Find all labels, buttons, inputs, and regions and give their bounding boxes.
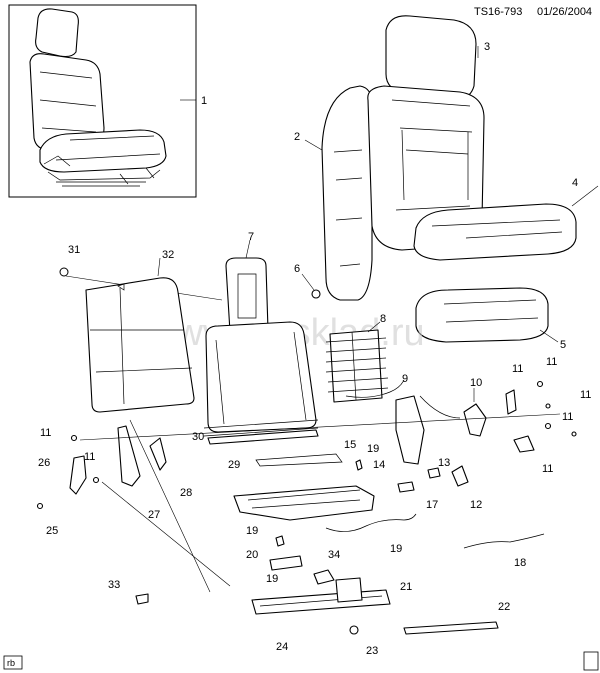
seat-back-trim-panel	[321, 85, 373, 301]
connector-20	[397, 481, 415, 493]
recliner-mechanism	[395, 395, 425, 465]
screw-13b	[571, 431, 577, 437]
knob-16	[427, 467, 441, 479]
callout-8: 8	[380, 313, 386, 325]
callout-24: 20	[246, 549, 258, 561]
seat-pan-frame	[233, 485, 375, 521]
callout-15: 12	[470, 499, 482, 511]
callout-35: 31	[68, 244, 80, 256]
callout-33: 29	[228, 459, 240, 471]
callout-16: 13	[438, 457, 450, 469]
callout-12: 11	[512, 363, 523, 375]
screw-11-right-lower	[544, 422, 552, 430]
callout-25: 21	[400, 581, 412, 593]
callout-31: 27	[148, 509, 160, 521]
callout-3: 3	[484, 41, 490, 53]
inset-assembled-seat	[8, 4, 197, 198]
screw-11-left-lower	[92, 476, 100, 484]
clip-37	[135, 593, 149, 605]
cable-21	[463, 533, 545, 549]
trim-cover-12	[505, 389, 517, 415]
towel-bar-26	[403, 621, 499, 635]
callout-6: 6	[294, 263, 300, 275]
cap-38	[313, 569, 335, 585]
recliner-handle-10	[419, 395, 487, 437]
shield-32	[149, 437, 167, 471]
rear-back-panel	[85, 277, 195, 413]
callout-13: 11	[580, 389, 591, 401]
callout-18: 15	[344, 439, 356, 451]
screw-11-right-upper	[536, 380, 544, 388]
callout-20: 17	[426, 499, 438, 511]
callout-10: 10	[470, 377, 482, 389]
corner-logo	[583, 651, 599, 671]
rod-34	[207, 429, 319, 445]
callout-30: 26	[38, 457, 50, 469]
seat-adjuster-track	[251, 577, 391, 615]
heater-mat-33	[255, 453, 343, 467]
callout-5: 5	[560, 339, 566, 351]
wiring-harness-22	[325, 513, 417, 532]
corner-tag: rb	[7, 658, 15, 668]
callout-11-left-upper: 11	[40, 427, 51, 439]
callout-28: 24	[276, 641, 288, 653]
bolt-29	[36, 502, 44, 510]
seat-cushion-cover	[413, 203, 577, 261]
callout-29: 25	[46, 525, 58, 537]
clip-19-lower	[275, 535, 285, 547]
callout-4: 4	[572, 177, 578, 189]
callout-27: 23	[366, 645, 378, 657]
bracket-14	[513, 435, 535, 453]
screw-11-left-upper	[70, 434, 78, 442]
recliner-cover-31	[117, 425, 141, 487]
lumbar-cable	[345, 379, 405, 398]
seat-back-cushion	[367, 15, 485, 251]
callout-21: 18	[514, 557, 526, 569]
seat-cushion-pad	[415, 287, 549, 343]
callout-7: 7	[248, 231, 254, 243]
callout-37: 33	[108, 579, 120, 591]
clip-35	[59, 267, 69, 277]
handle-30	[69, 455, 87, 495]
callout-11-right-lower: 11	[562, 411, 573, 423]
callout-14: 11	[542, 463, 553, 475]
callout-11-right-upper: 11	[546, 356, 557, 368]
clip-19-upper	[355, 459, 363, 471]
callout-32: 28	[180, 487, 192, 499]
lumbar-support-grid	[325, 329, 389, 403]
callout-36: 32	[162, 249, 174, 261]
callout-17: 14	[373, 459, 385, 471]
drawing-code: TS16-793	[474, 6, 522, 18]
callout-38: 34	[328, 549, 340, 561]
callout-26: 22	[498, 601, 510, 613]
callout-11-left-lower: 11	[84, 451, 95, 463]
callout-34: 30	[192, 431, 204, 443]
nut-27	[349, 625, 359, 635]
callout-19-lower: 19	[246, 525, 258, 537]
callout-23: 19	[266, 573, 278, 585]
callout-1: 1	[201, 95, 207, 107]
switch-15	[451, 465, 469, 487]
callout-22: 19	[390, 543, 402, 555]
seat-back-frame	[203, 257, 319, 437]
drawing-date: 01/26/2004	[537, 6, 592, 18]
callout-19-upper: 19	[367, 443, 379, 455]
callout-2: 2	[294, 131, 300, 143]
screw-13a	[545, 403, 551, 409]
bolt-6	[301, 273, 321, 299]
callout-9: 9	[402, 373, 408, 385]
bracket-24	[269, 555, 303, 571]
